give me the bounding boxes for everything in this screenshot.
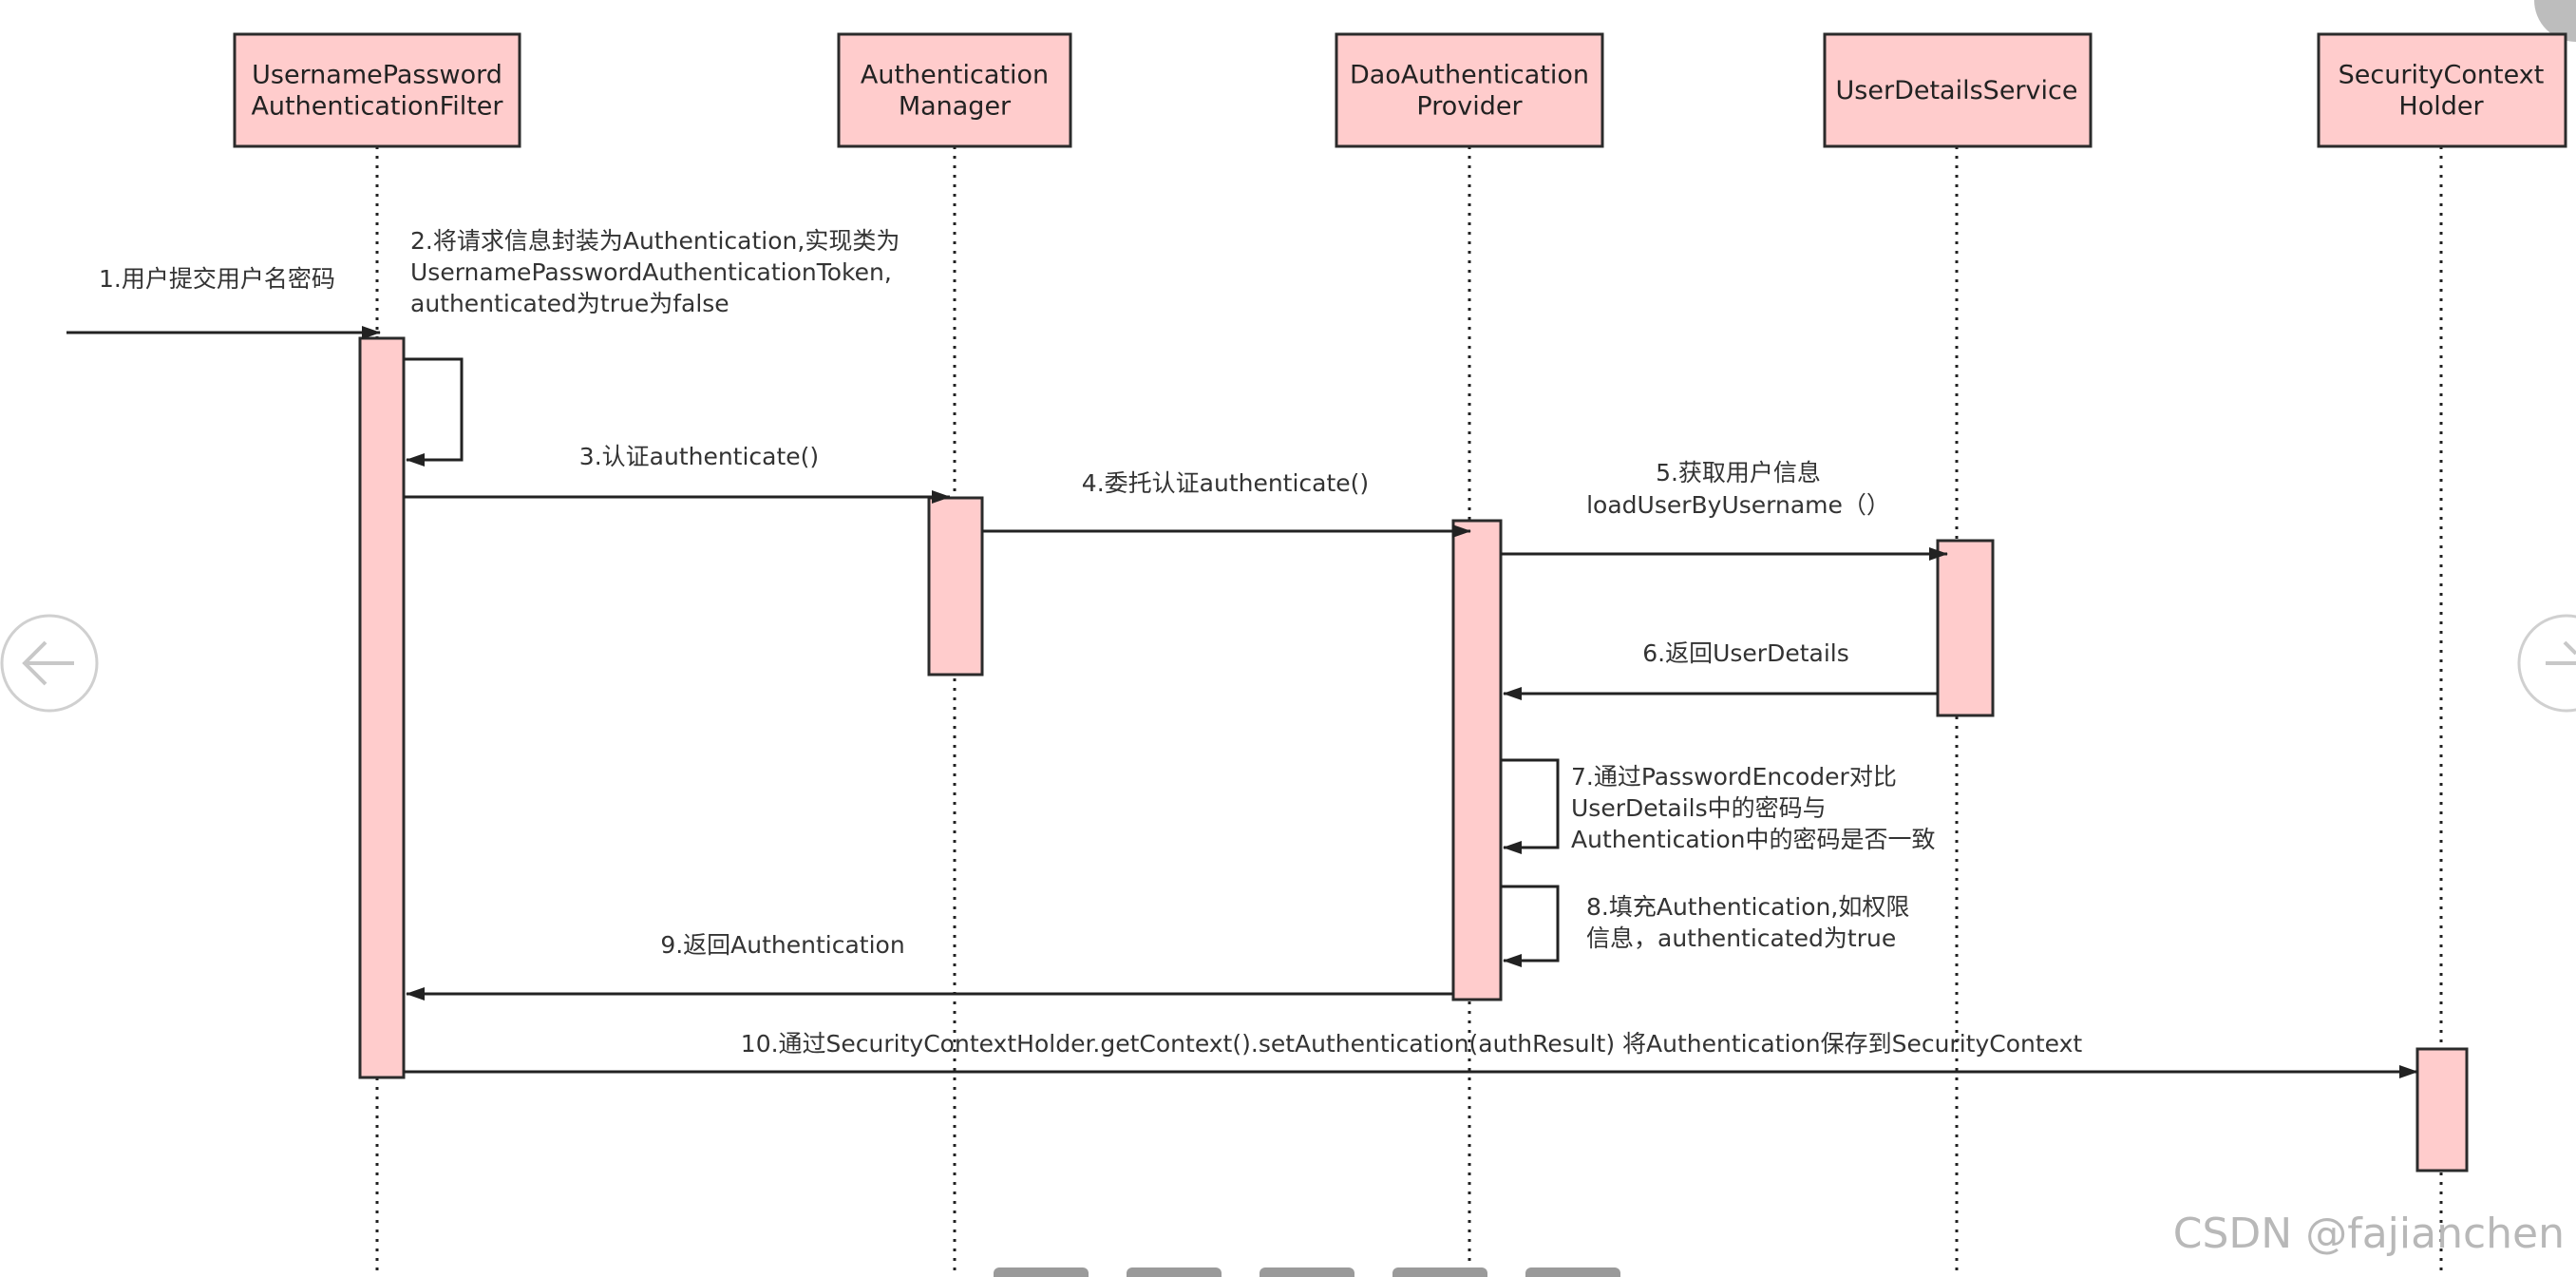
message-label-line: 4.委托认证authenticate() (1082, 469, 1369, 497)
message-label-line: 5.获取用户信息 (1656, 459, 1821, 486)
next-slide-button[interactable] (2517, 614, 2576, 713)
activation-filter (358, 336, 406, 1079)
actor-label: AuthenticationFilter (251, 92, 503, 122)
label-m6: 6.返回UserDetails (1642, 639, 1849, 667)
actor-label: Holder (2398, 92, 2484, 122)
message-label-line: 9.返回Authentication (660, 931, 904, 959)
message-label-line: 8.填充Authentication,如权限 (1586, 893, 1909, 921)
actor-label: Authentication (861, 61, 1049, 90)
actor-box (1335, 32, 1604, 148)
label-m8: 8.填充Authentication,如权限信息，authenticated为t… (1586, 893, 1909, 952)
message-label-line: 6.返回UserDetails (1642, 639, 1849, 667)
actor-label: Provider (1416, 92, 1523, 122)
toolbar-button[interactable] (1260, 1267, 1354, 1277)
actor-box (837, 32, 1072, 148)
message-label-line: 10.通过SecurityContextHolder.getContext().… (741, 1030, 2083, 1058)
actor-box (233, 32, 521, 148)
label-m4: 4.委托认证authenticate() (1082, 469, 1369, 497)
actor-box (2317, 32, 2567, 148)
actor-label: Manager (899, 92, 1012, 122)
actor-box (1823, 32, 2093, 148)
toolbar-button[interactable] (994, 1267, 1089, 1277)
label-m2: 2.将请求信息封装为Authentication,实现类为 UsernamePas… (410, 227, 900, 317)
watermark: CSDN @fajianchen (2173, 1210, 2565, 1258)
message-label-line: Authentication中的密码是否一致 (1571, 826, 1936, 853)
message-label-line: authenticated为true为false (410, 290, 729, 317)
message-label-line: 2.将请求信息封装为Authentication,实现类为 (410, 227, 900, 255)
actor-label: DaoAuthentication (1350, 61, 1589, 90)
message-label-line: 信息，authenticated为true (1586, 924, 1896, 952)
toolbar-button[interactable] (1392, 1267, 1487, 1277)
toolbar-button[interactable] (1127, 1267, 1222, 1277)
message-label-line: UserDetails中的密码与 (1571, 794, 1827, 822)
arrow-m7 (1501, 758, 1560, 854)
activation-provider (1451, 519, 1503, 1001)
label-m1: 1.用户提交用户名密码 (99, 265, 335, 293)
activation-uds (1936, 539, 1995, 717)
message-labels: 1.用户提交用户名密码 2.将请求信息封装为Authentication,实现类为… (99, 227, 2082, 1058)
message-label-line: UsernamePasswordAuthenticationToken, (410, 258, 892, 286)
actor-headers: UsernamePasswordAuthenticationFilterAuth… (233, 32, 2567, 148)
actor-label: UserDetailsService (1836, 76, 2078, 105)
arrow-m8 (1501, 885, 1560, 967)
corner-decoration (2534, 0, 2576, 42)
activation-holder (2415, 1047, 2469, 1172)
actor-label: SecurityContext (2339, 61, 2545, 90)
arrow-left-icon (22, 640, 74, 686)
label-m7: 7.通过PasswordEncoder对比 UserDetails中的密码与 Aut… (1571, 763, 1936, 853)
label-m5: 5.获取用户信息 loadUserByUsername（） (1586, 459, 1890, 519)
activation-manager (927, 496, 984, 677)
activation-bars (358, 336, 2469, 1172)
bottom-toolbar (994, 1267, 1620, 1277)
message-label-line: 7.通过PasswordEncoder对比 (1571, 763, 1897, 791)
arrow-right-icon (2546, 640, 2576, 665)
actor-label: UsernamePassword (252, 61, 502, 90)
message-arrows (66, 326, 2418, 1078)
arrow-m2 (404, 357, 464, 467)
actor-holder: SecurityContextHolder (2317, 32, 2567, 148)
prev-slide-button[interactable] (0, 614, 99, 713)
label-m3: 3.认证authenticate() (579, 443, 819, 470)
message-label-line: loadUserByUsername（） (1586, 491, 1890, 519)
message-label-line: 3.认证authenticate() (579, 443, 819, 470)
actor-uds: UserDetailsService (1823, 32, 2093, 148)
message-label-line: 1.用户提交用户名密码 (99, 265, 335, 293)
label-m9: 9.返回Authentication (660, 931, 904, 959)
toolbar-button[interactable] (1525, 1267, 1620, 1277)
label-m10: 10.通过SecurityContextHolder.getContext().… (741, 1030, 2083, 1058)
